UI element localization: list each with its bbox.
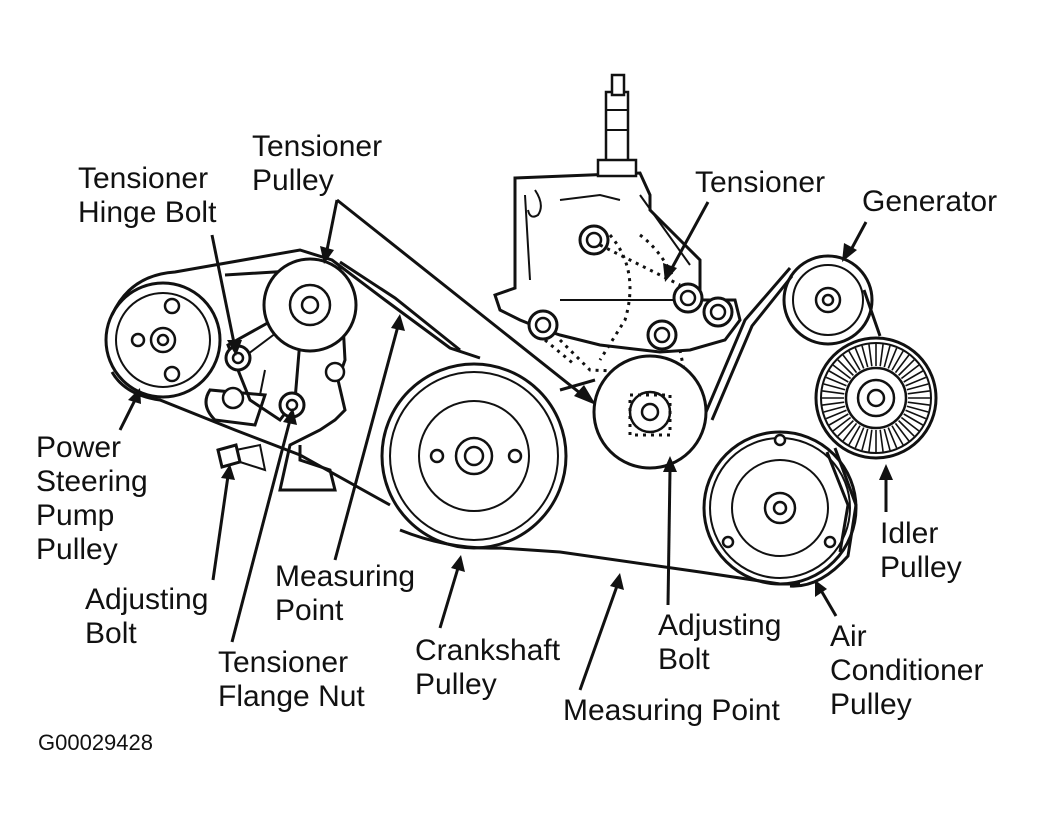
idler-fin xyxy=(900,416,920,432)
label-tensioner-flange-nut: Tensioner Flange Nut xyxy=(218,646,365,713)
tensioner-bracket xyxy=(493,73,742,456)
idler-fin xyxy=(837,359,854,376)
idler-fin xyxy=(823,405,846,413)
idler-fin xyxy=(907,390,930,395)
idler-fin xyxy=(887,347,898,369)
power-steering-pulley xyxy=(104,281,222,399)
ac-pulley xyxy=(702,430,858,586)
idler-fin xyxy=(900,364,920,380)
idler-fin xyxy=(868,344,873,367)
label-measuring-point-lower: Measuring Point xyxy=(563,694,780,727)
label-power-steering-pump-pulley: Power Steering Pump Pulley xyxy=(36,431,156,566)
left-tensioner-assembly xyxy=(204,257,358,492)
idler-fin xyxy=(832,364,852,380)
idler-fin xyxy=(883,345,891,368)
idler-fin xyxy=(823,383,846,391)
idler-fin xyxy=(825,409,847,420)
idler-fin xyxy=(848,425,861,446)
idler-fin xyxy=(848,350,861,371)
idler-fin xyxy=(898,420,915,437)
label-crankshaft-pulley: Crankshaft Pulley xyxy=(415,634,568,701)
figure-id: G00029428 xyxy=(38,730,153,755)
idler-fin xyxy=(822,401,845,406)
idler-fin xyxy=(891,350,904,371)
label-tensioner-hinge-bolt: Tensioner Hinge Bolt xyxy=(78,162,217,229)
idler-fin xyxy=(887,427,898,449)
idler-fin xyxy=(906,383,929,391)
idler-fin xyxy=(894,354,910,374)
idler-fin xyxy=(828,413,849,426)
idler-fin xyxy=(822,390,845,395)
label-measuring-point-upper: Measuring Point xyxy=(275,560,423,627)
leader-lines xyxy=(118,198,893,691)
idler-fin xyxy=(842,422,858,442)
idler-fin xyxy=(854,347,865,369)
idler-fin xyxy=(894,422,910,442)
drive-belt xyxy=(110,248,882,588)
idler-fin xyxy=(903,413,924,426)
idler-fin xyxy=(861,345,869,368)
idler-fin xyxy=(879,429,884,452)
tensioner-pulley-assembly xyxy=(592,354,708,470)
label-tensioner-pulley: Tensioner Pulley xyxy=(252,130,390,197)
labels: Tensioner Hinge Bolt Tensioner Pulley Te… xyxy=(36,130,997,755)
label-air-conditioner-pulley: Air Conditioner Pulley xyxy=(830,620,992,721)
idler-fin xyxy=(898,359,915,376)
idler-fin xyxy=(828,370,849,383)
idler-fin xyxy=(854,427,865,449)
idler-fin xyxy=(868,429,873,452)
idler-fin xyxy=(842,354,858,374)
idler-fin xyxy=(891,425,904,446)
crankshaft-pulley xyxy=(380,362,568,550)
idler-fin xyxy=(861,428,869,451)
label-adjusting-bolt-left: Adjusting Bolt xyxy=(85,583,217,650)
idler-fin xyxy=(905,376,927,387)
idler-fin xyxy=(837,420,854,437)
idler-fin xyxy=(905,409,927,420)
engine-drawing xyxy=(104,73,938,588)
label-tensioner: Tensioner xyxy=(695,166,825,199)
idler-fin xyxy=(832,416,852,432)
generator-pulley xyxy=(782,254,874,346)
idler-fin xyxy=(879,344,884,367)
label-generator: Generator xyxy=(862,185,997,218)
idler-fin xyxy=(825,376,847,387)
idler-fin xyxy=(903,370,924,383)
label-idler-pulley: Idler Pulley xyxy=(880,517,962,584)
idler-fin xyxy=(906,405,929,413)
idler-fin xyxy=(907,401,930,406)
idler-fin xyxy=(883,428,891,451)
label-adjusting-bolt-right: Adjusting Bolt xyxy=(658,609,790,676)
idler-pulley xyxy=(814,336,938,460)
